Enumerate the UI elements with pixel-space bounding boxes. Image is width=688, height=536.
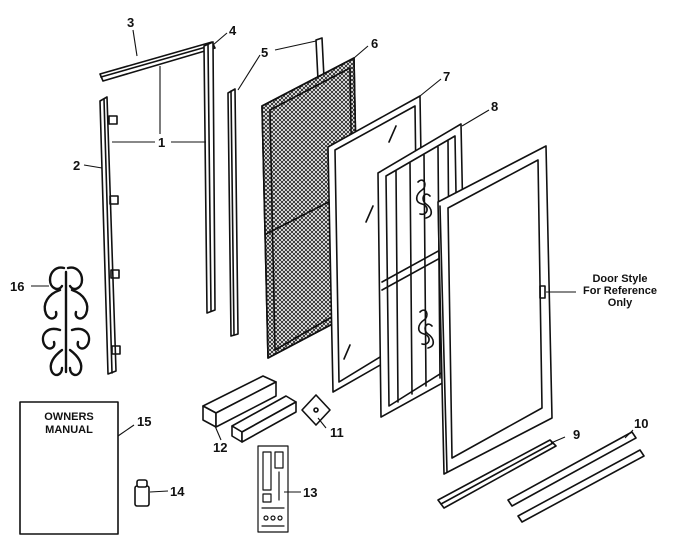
leader-12	[214, 425, 222, 441]
latch-rail	[203, 41, 216, 314]
part-label-9: 9	[573, 427, 581, 442]
leader-lines	[31, 29, 634, 493]
foam-blocks	[202, 375, 297, 443]
owners-manual-box	[19, 401, 119, 535]
leader-7	[419, 78, 442, 97]
part-label-4: 4	[229, 23, 237, 38]
top-expander-bar	[99, 41, 216, 82]
canister	[134, 479, 150, 507]
leader-9	[550, 436, 566, 444]
leader-11	[317, 417, 327, 429]
note-line-2: For Reference	[583, 285, 657, 297]
leader-5a	[237, 54, 261, 91]
leader-14	[149, 490, 169, 493]
manual-line-2: MANUAL	[45, 424, 93, 436]
leader-6	[353, 45, 369, 59]
part-label-6: 6	[371, 36, 379, 51]
leader-5b	[274, 40, 317, 51]
part-label-15: 15	[137, 414, 152, 429]
part-label-2: 2	[73, 158, 81, 173]
hinge-rail	[99, 96, 121, 375]
note-line-3: Only	[607, 297, 633, 309]
weather-strip	[227, 88, 239, 337]
leader-15	[117, 424, 135, 437]
part-label-7: 7	[443, 69, 451, 84]
leader-2	[83, 164, 103, 169]
part-label-10: 10	[634, 416, 649, 431]
manual-line-1: OWNERS	[44, 411, 94, 423]
leader-8	[461, 109, 490, 127]
part-label-16: 16	[10, 279, 25, 294]
note-line-1: Door Style	[592, 273, 648, 285]
owners-manual-title: OWNERS MANUAL	[20, 411, 118, 437]
part-label-11: 11	[330, 425, 344, 440]
leader-10	[624, 429, 634, 439]
part-label-5: 5	[261, 45, 269, 60]
leader-3	[132, 29, 138, 57]
part-label-3: 3	[127, 15, 135, 30]
door-style-note: Door Style For Reference Only	[572, 273, 668, 309]
part-label-8: 8	[491, 99, 499, 114]
part-label-12: 12	[213, 440, 228, 455]
corner-plate	[301, 394, 331, 426]
hardware-card	[257, 445, 289, 533]
leader-4	[212, 32, 228, 46]
part-label-14: 14	[170, 484, 185, 499]
scroll-ornament	[41, 266, 91, 377]
bottom-sweep	[437, 439, 557, 509]
bottom-expander	[507, 431, 645, 523]
door-frame	[437, 145, 553, 475]
part-label-1: 1	[158, 135, 166, 150]
part-label-13: 13	[303, 485, 318, 500]
